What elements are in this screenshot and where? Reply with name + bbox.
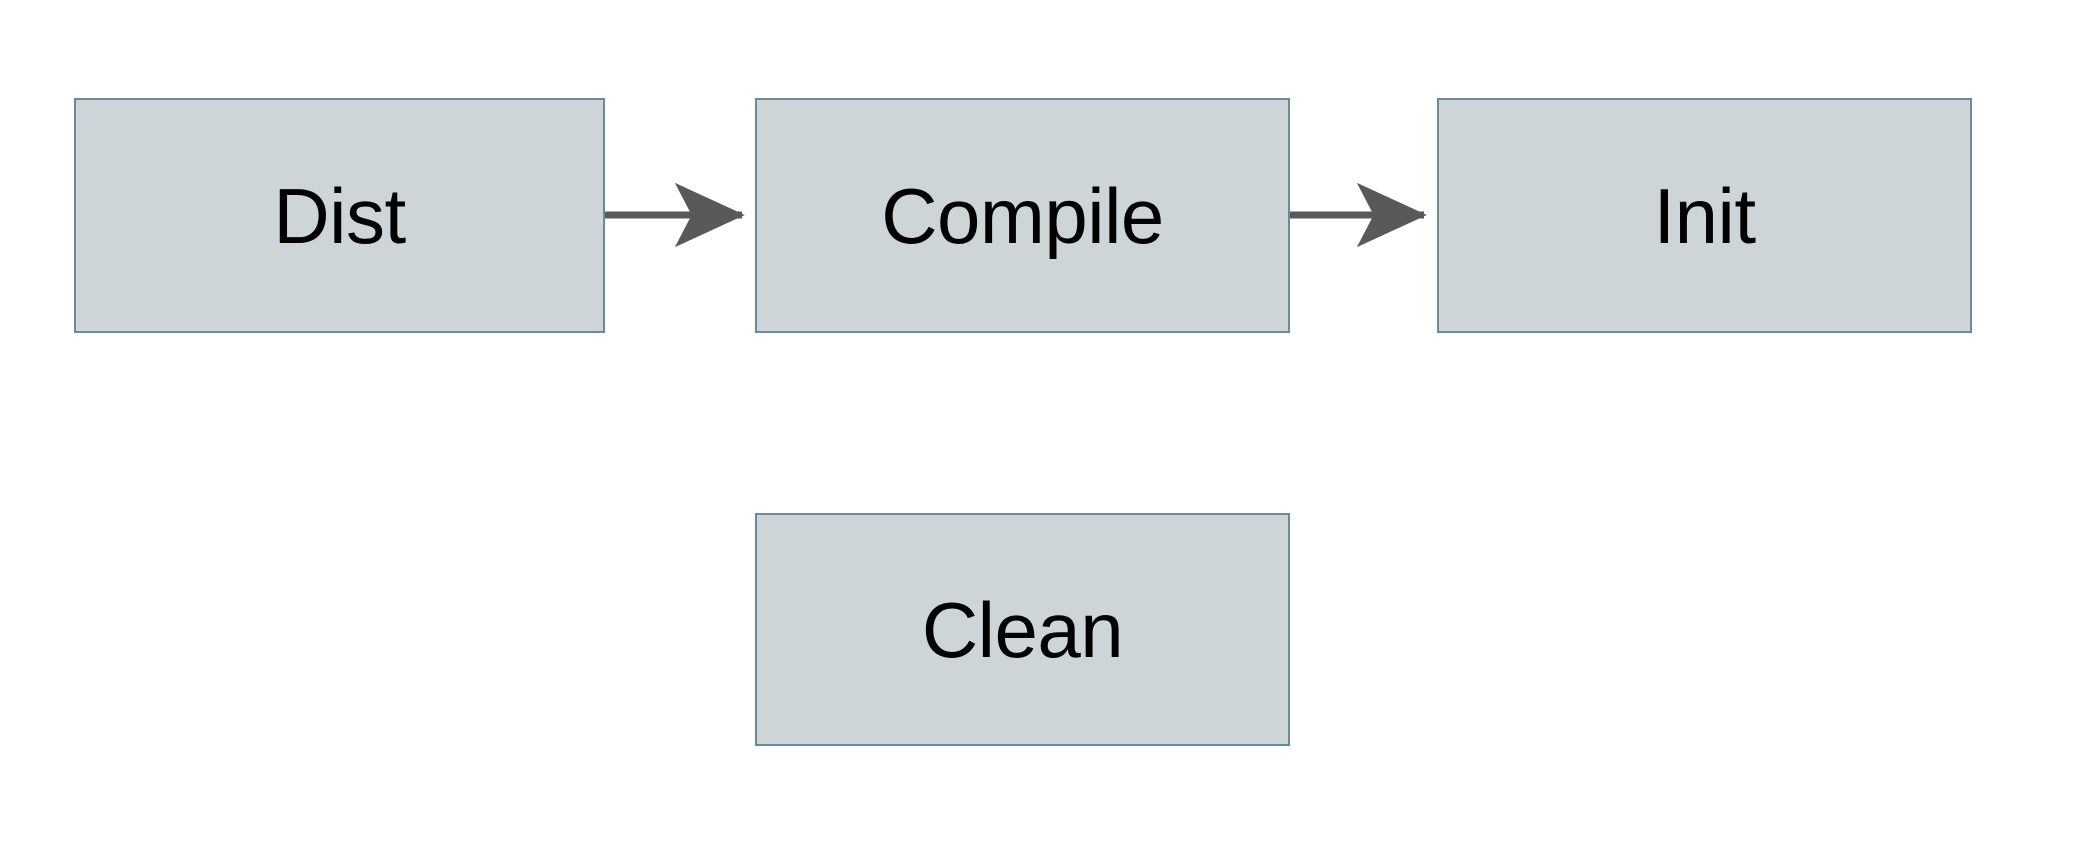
node-dist[interactable]: Dist xyxy=(74,98,605,333)
node-init[interactable]: Init xyxy=(1437,98,1972,333)
node-clean[interactable]: Clean xyxy=(755,513,1290,746)
node-init-label: Init xyxy=(1653,171,1756,260)
node-compile[interactable]: Compile xyxy=(755,98,1290,333)
node-compile-label: Compile xyxy=(881,171,1164,260)
node-clean-label: Clean xyxy=(921,585,1124,674)
node-dist-label: Dist xyxy=(273,171,406,260)
